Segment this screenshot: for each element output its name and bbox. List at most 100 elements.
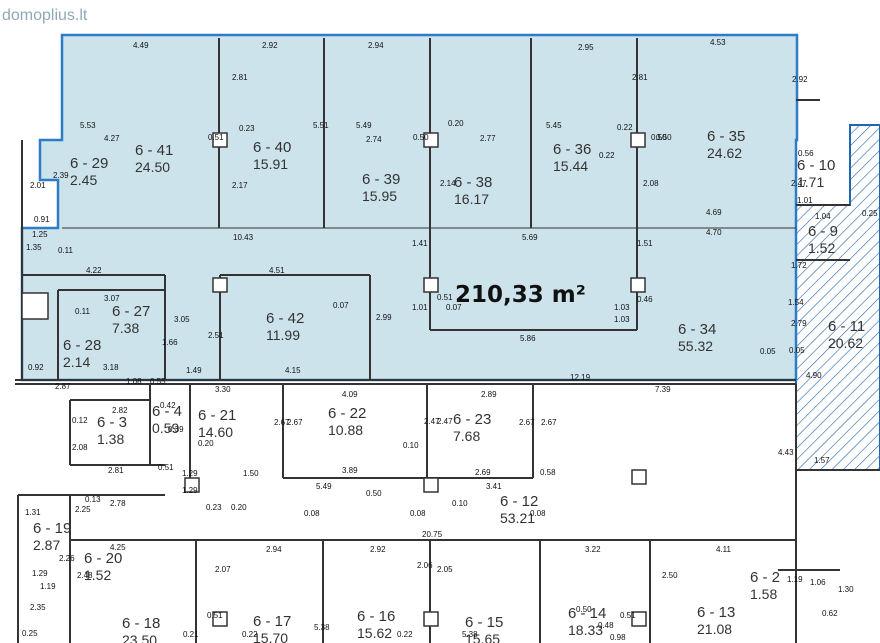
dimension-label: 2.92: [262, 41, 278, 50]
room-area: 0.59: [152, 420, 179, 436]
dimension-label: 1.08: [126, 377, 142, 386]
dimension-label: 2.05: [437, 565, 453, 574]
room-area: 1.58: [750, 586, 777, 602]
room-code: 6 - 17: [253, 613, 291, 630]
dimension-label: 4.27: [104, 134, 120, 143]
dimension-label: 0.07: [446, 303, 462, 312]
dimension-label: 0.08: [410, 509, 426, 518]
dimension-label: 2.14: [440, 179, 456, 188]
room-area: 1.38: [97, 431, 124, 447]
dimension-label: 4.90: [806, 371, 822, 380]
dimension-label: 4.09: [342, 390, 358, 399]
dimension-label: 0.20: [198, 439, 214, 448]
dimension-label: 1.41: [412, 239, 428, 248]
total-area-label: 210,33 m²: [455, 282, 586, 308]
dimension-label: 2.67: [274, 418, 290, 427]
dimension-label: 0.07: [333, 301, 349, 310]
dimension-label: 0.11: [75, 307, 91, 316]
room-area: 15.62: [357, 625, 392, 641]
room-code: 6 - 42: [266, 310, 304, 327]
dimension-label: 2.94: [368, 41, 384, 50]
room-code: 6 - 19: [33, 520, 71, 537]
room-area: 1.71: [797, 174, 824, 190]
dimension-label: 0.58: [540, 468, 556, 477]
dimension-label: 1.57: [814, 456, 830, 465]
room-code: 6 - 29: [70, 155, 108, 172]
dimension-label: 4.49: [133, 41, 149, 50]
dimension-label: 0.23: [206, 503, 222, 512]
dimension-label: 1.29: [32, 569, 48, 578]
dimension-label: 4.25: [110, 543, 126, 552]
dimension-label: 4.15: [285, 366, 301, 375]
dimension-label: 0.51: [620, 611, 636, 620]
room-area: 24.50: [135, 159, 170, 175]
dimension-label: 5.86: [520, 334, 536, 343]
room-area: 11.99: [266, 327, 300, 343]
dimension-label: 2.77: [480, 134, 496, 143]
dimension-label: 2.47: [791, 179, 807, 188]
room-area: 2.87: [33, 537, 60, 553]
room-area: 15.91: [253, 156, 288, 172]
dimension-label: 2.08: [643, 179, 659, 188]
dimension-label: 5.49: [356, 121, 372, 130]
dimension-label: 2.26: [59, 554, 75, 563]
dimension-label: 2.35: [30, 603, 46, 612]
dimension-label: 2.17: [232, 181, 248, 190]
room-code: 6 - 34: [678, 321, 716, 338]
dimension-label: 10.43: [233, 233, 254, 242]
dimension-label: 0.21: [183, 630, 199, 639]
dimension-label: 4.69: [706, 208, 722, 217]
dimension-label: 2.69: [475, 468, 491, 477]
room-code: 6 - 9: [808, 223, 838, 240]
dimension-label: 5.53: [80, 121, 96, 130]
dimension-label: 0.05: [789, 346, 805, 355]
dimension-label: 2.92: [370, 545, 386, 554]
dimension-label: 0.56: [798, 149, 814, 158]
room-code: 6 - 39: [362, 171, 400, 188]
dimension-label: 5.45: [546, 121, 562, 130]
room-area: 15.44: [553, 158, 588, 174]
room-area: 21.08: [697, 621, 732, 637]
dimension-label: 1.31: [25, 508, 41, 517]
dimension-label: 0.25: [862, 209, 878, 218]
room-area: 16.17: [454, 191, 489, 207]
dimension-label: 1.01: [797, 196, 813, 205]
dimension-label: 0.92: [28, 363, 44, 372]
dimension-label: 2.92: [792, 75, 808, 84]
room-code: 6 - 36: [553, 141, 591, 158]
dimension-label: 2.82: [112, 406, 128, 415]
room-area: 23.50: [122, 632, 157, 643]
dimension-label: 2.48: [77, 571, 93, 580]
dimension-label: 1.51: [637, 239, 653, 248]
dimension-label: 0.13: [85, 495, 101, 504]
dimension-label: 1.72: [791, 261, 807, 270]
room-code: 6 - 15: [465, 614, 503, 631]
walls: [15, 38, 880, 643]
dimension-label: 3.07: [104, 294, 120, 303]
dimension-label: 2.67: [287, 418, 303, 427]
dimension-label: 1.03: [614, 303, 630, 312]
dimension-label: 0.50: [366, 489, 382, 498]
dimension-label: 0.51: [437, 293, 453, 302]
room-area: 1.52: [84, 567, 111, 583]
room-area: 7.38: [112, 320, 139, 336]
dimension-label: 0.46: [637, 295, 653, 304]
dimension-label: 0.50: [576, 605, 592, 614]
dimension-label: 1.25: [32, 230, 48, 239]
dimension-label: 0.11: [58, 246, 74, 255]
room-code: 6 - 3: [97, 414, 127, 431]
dimension-label: 2.87: [55, 382, 71, 391]
room-area: 18.33: [568, 622, 603, 638]
room-code: 6 - 18: [122, 615, 160, 632]
dimension-label: 0.22: [617, 123, 633, 132]
room-code: 6 - 27: [112, 303, 150, 320]
pillars: [21, 132, 647, 627]
dimension-label: 5.51: [313, 121, 329, 130]
dimension-label: 0.05: [760, 347, 776, 356]
room-area: 7.68: [453, 428, 480, 444]
room-code: 6 - 21: [198, 407, 236, 424]
room-area: 15.70: [253, 630, 288, 643]
dimension-label: 0.42: [160, 401, 176, 410]
